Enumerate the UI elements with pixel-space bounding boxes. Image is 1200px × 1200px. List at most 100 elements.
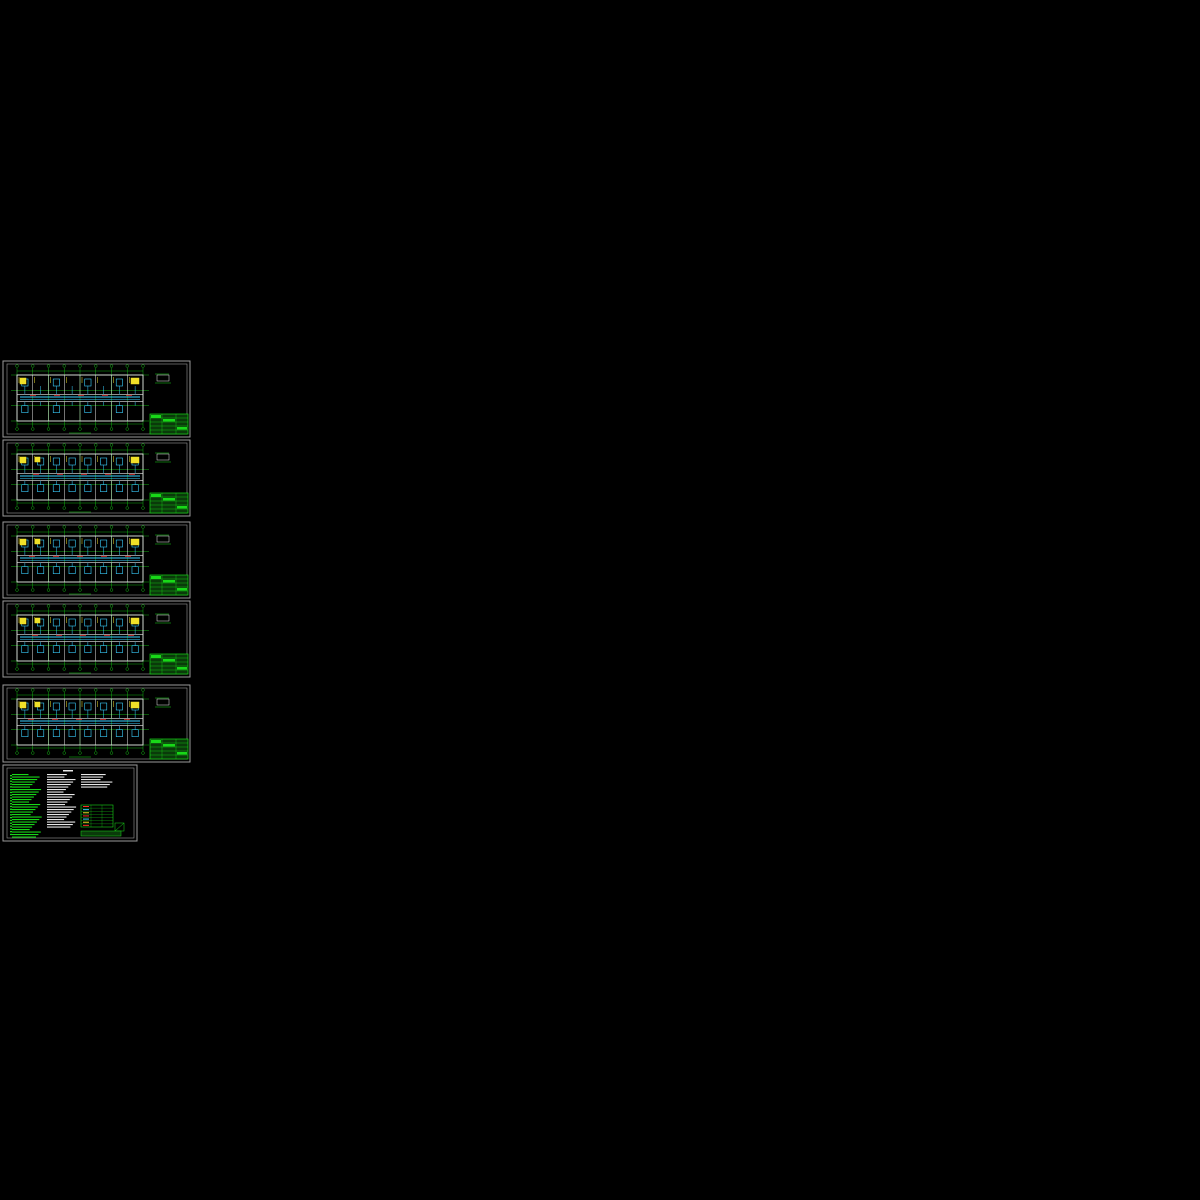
axis-bubble	[94, 364, 98, 368]
axis-bubble	[94, 751, 98, 755]
room-unit-lower	[84, 405, 92, 413]
room-unit-lower	[21, 729, 29, 737]
axis-bubble	[31, 688, 35, 692]
bullet-mark	[10, 780, 12, 782]
bullet-mark	[10, 789, 12, 791]
equipment-block	[34, 538, 41, 545]
room-unit-lower	[37, 566, 45, 574]
axis-bubble	[46, 588, 51, 592]
axis-bubble	[78, 588, 82, 592]
room-unit-lower	[52, 566, 60, 574]
axis-bubble	[15, 427, 19, 431]
axis-bubble	[15, 443, 19, 447]
bullet-mark	[10, 786, 12, 788]
notes-text-line	[47, 789, 66, 791]
stair-core	[19, 538, 27, 546]
axis-bubble	[62, 427, 66, 431]
title-block-fill	[177, 427, 187, 430]
room-unit-upper	[100, 457, 108, 466]
axis-bubble	[125, 604, 129, 608]
title-block-fill	[151, 655, 161, 658]
room-unit-upper	[52, 539, 60, 548]
notes-text-line	[12, 794, 37, 796]
axis-bubble	[94, 506, 98, 510]
notes-text-line	[47, 791, 64, 793]
axis-bubble	[31, 364, 35, 368]
room-unit-lower	[100, 729, 108, 737]
axis-bubble	[46, 667, 51, 671]
title-block-icon	[149, 738, 189, 760]
axis-bubble	[31, 751, 35, 755]
axis-bubble	[78, 443, 82, 447]
notes-text-line	[12, 829, 30, 831]
axis-bubble	[141, 506, 145, 510]
notes-text-line	[47, 774, 67, 776]
room-unit-lower	[84, 566, 92, 574]
floor-plan	[11, 688, 149, 758]
notes-text-line	[47, 806, 77, 808]
room-unit-lower	[115, 645, 123, 653]
legend-icon	[80, 804, 114, 828]
notes-text-line	[12, 814, 31, 816]
north-arrow-icon	[155, 534, 171, 545]
title-block-icon	[149, 653, 189, 675]
axis-bubble	[46, 604, 51, 608]
axis-bubble	[125, 588, 129, 592]
bullet-mark	[10, 800, 12, 802]
axis-bubble	[31, 588, 35, 592]
notes-text-line	[12, 781, 35, 783]
title-block-fill	[177, 752, 187, 755]
sheet-outer-frame	[2, 684, 191, 763]
axis-bubble	[125, 525, 129, 529]
title-block-fill	[163, 580, 175, 583]
notes-text-line	[12, 806, 38, 808]
floor-plan	[11, 525, 149, 595]
north-arrow-box	[156, 698, 170, 706]
notes-text-line	[12, 791, 39, 793]
north-arrow-icon	[155, 452, 171, 463]
axis-bubble	[78, 688, 82, 692]
room-unit-lower	[21, 645, 29, 653]
notes-text-line	[12, 834, 39, 836]
title-block-frame	[80, 830, 122, 837]
room-unit-upper	[68, 618, 76, 627]
axis-bubble	[109, 667, 114, 671]
axis-bubble	[31, 443, 35, 447]
bullet-mark	[10, 831, 12, 833]
sheet-inner-frame	[6, 363, 188, 435]
axis-bubble	[62, 667, 66, 671]
north-arrow-box	[156, 535, 170, 543]
axis-bubble	[46, 688, 51, 692]
room-unit-lower	[131, 729, 139, 737]
sheet-inner-frame	[6, 524, 188, 596]
bullet-mark	[10, 775, 12, 777]
axis-bubble	[125, 688, 129, 692]
legend-swatch	[83, 812, 89, 814]
north-arrow-box	[156, 614, 170, 622]
notes-text-line	[12, 786, 30, 788]
room-unit-upper	[100, 539, 108, 548]
room-unit-upper	[115, 378, 123, 387]
axis-bubble	[109, 443, 114, 447]
notes-heading	[63, 770, 73, 772]
notes-text-line	[12, 774, 29, 776]
room-unit-upper	[84, 618, 92, 627]
room-unit-lower	[100, 484, 108, 492]
axis-bubble	[62, 588, 66, 592]
title-block-fill	[151, 415, 161, 418]
stair-core	[19, 377, 27, 385]
axis-bubble	[94, 588, 98, 592]
room-unit-lower	[52, 484, 60, 492]
room-unit-lower	[131, 645, 139, 653]
bullet-mark	[10, 777, 12, 780]
notes-text-line	[47, 784, 71, 786]
legend-frame	[80, 804, 114, 828]
equipment-block	[34, 617, 41, 624]
room-unit-lower	[115, 729, 123, 737]
room-unit-upper	[100, 618, 108, 627]
axis-bubble	[15, 688, 19, 692]
notes-text-line	[81, 786, 108, 788]
sheet-outer-frame	[2, 360, 191, 438]
north-arrow-icon	[155, 373, 171, 384]
notes-text-line	[81, 784, 110, 786]
